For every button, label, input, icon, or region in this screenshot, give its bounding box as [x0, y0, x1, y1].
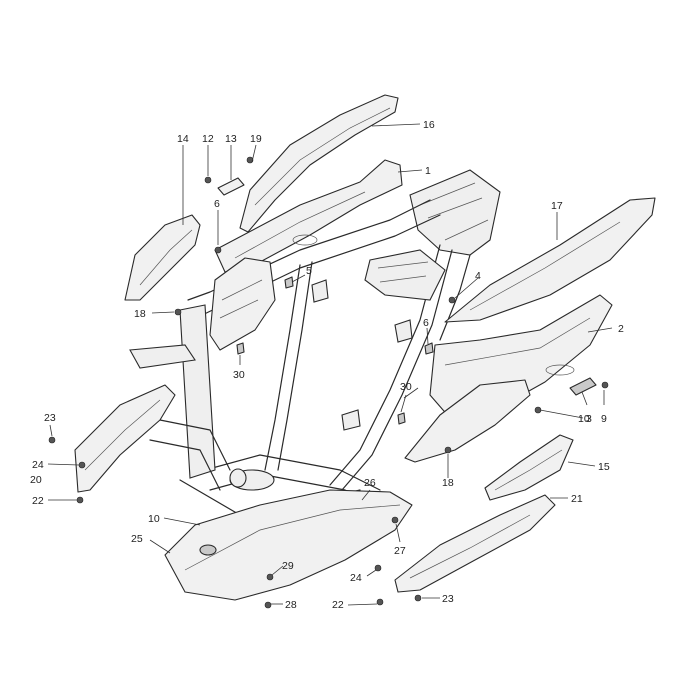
part-25-belly-pan: [164, 489, 413, 601]
callout-13: 13: [225, 133, 237, 145]
callout-2: 2: [618, 323, 624, 335]
part-16-rear-upper-rail: [239, 94, 399, 233]
part-17-right-upper-cover: [444, 197, 656, 323]
part-15-step-panel: [484, 434, 574, 501]
callout-27: 27: [394, 545, 406, 557]
callout-labels: 1 2 3 4 5 6 6 9 10 10 12 13 14 15 16 17 …: [30, 119, 624, 611]
part-lower-right-panel: [404, 379, 531, 463]
callout-22-right: 22: [332, 599, 344, 611]
part-21-right-side-skirt: [394, 494, 556, 593]
callout-3: 3: [586, 413, 592, 425]
callout-24-right: 24: [350, 572, 362, 584]
callout-6-left: 6: [214, 198, 220, 210]
chassis-frame: [129, 169, 501, 516]
callout-28: 28: [285, 599, 297, 611]
callout-4: 4: [475, 270, 481, 282]
callout-20: 20: [30, 474, 42, 486]
callout-10-left: 10: [148, 513, 160, 525]
callout-18-right: 18: [442, 477, 454, 489]
small-hardware: [48, 156, 609, 609]
callout-24-left: 24: [32, 459, 44, 471]
callout-9: 9: [601, 413, 607, 425]
callout-22-left: 22: [32, 495, 44, 507]
callout-5: 5: [306, 265, 312, 277]
part-2-right-side-panel: [429, 294, 613, 419]
callout-16: 16: [423, 119, 435, 131]
part-14-front-side-cap: [124, 214, 201, 301]
callout-23-right: 23: [442, 593, 454, 605]
callout-25: 25: [131, 533, 143, 545]
callout-29: 29: [282, 560, 294, 572]
part-inner-panel: [209, 257, 276, 351]
callout-17: 17: [551, 200, 563, 212]
callout-19: 19: [250, 133, 262, 145]
callout-30-left: 30: [233, 369, 245, 381]
callout-30-right: 30: [400, 381, 412, 393]
leader-lines: [47, 123, 613, 606]
callout-15: 15: [598, 461, 610, 473]
callout-26: 26: [364, 477, 376, 489]
callout-1: 1: [425, 165, 431, 177]
callout-23-left: 23: [44, 412, 56, 424]
part-20-left-side-skirt: [74, 384, 176, 493]
callout-14: 14: [177, 133, 189, 145]
callout-21: 21: [571, 493, 583, 505]
callout-18-left: 18: [134, 308, 146, 320]
callout-6-right: 6: [423, 317, 429, 329]
callout-10-right: 10: [578, 413, 590, 425]
callout-12: 12: [202, 133, 214, 145]
